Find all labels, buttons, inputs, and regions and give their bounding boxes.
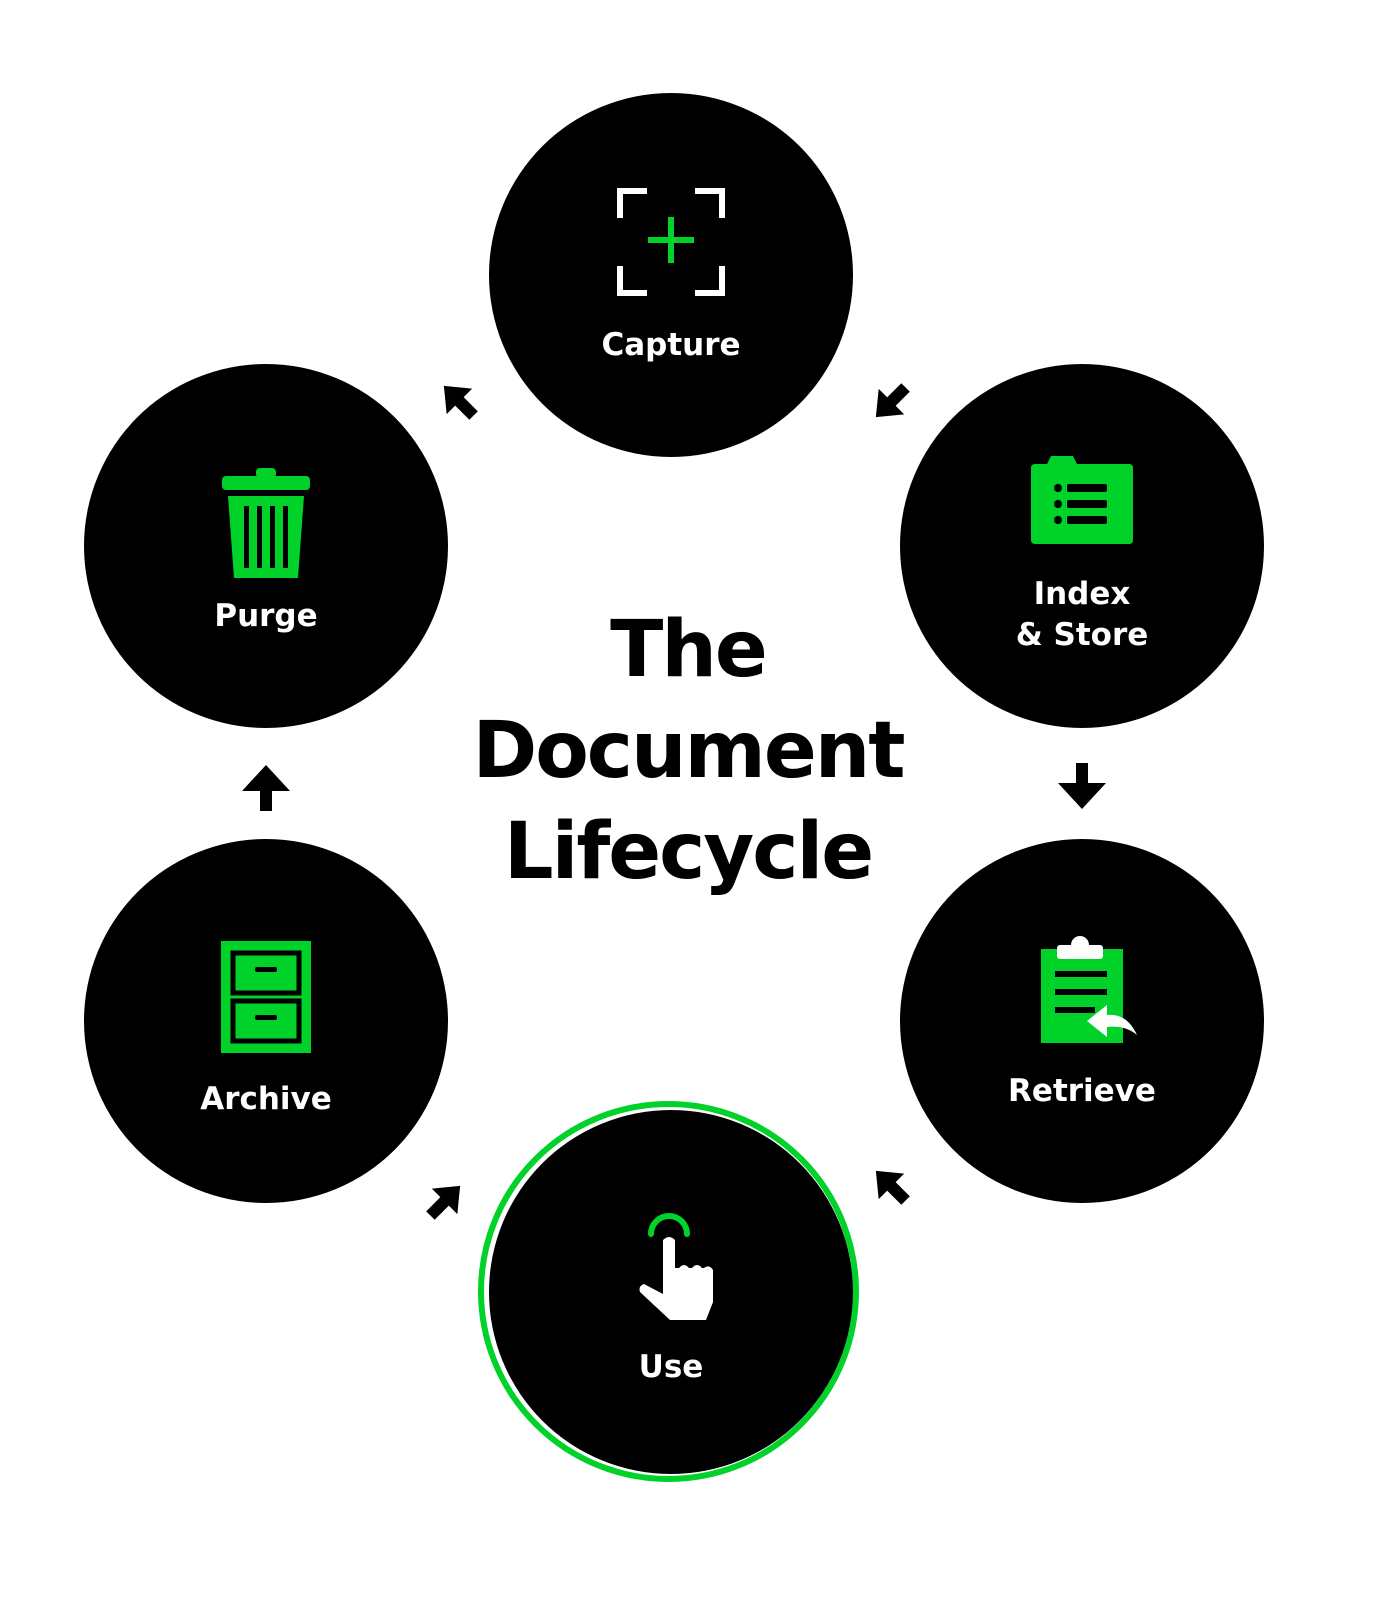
arrow-archive-to-purge — [242, 765, 290, 811]
stage-purge: Purge — [84, 364, 448, 728]
stage-archive: Archive — [84, 839, 448, 1203]
stage-label-purge: Purge — [214, 598, 318, 634]
arrow-index-to-retrieve — [1058, 763, 1106, 809]
stage-capture: Capture — [489, 93, 853, 457]
stage-label-retrieve: Retrieve — [1008, 1073, 1156, 1109]
title-line-1: The — [610, 605, 768, 695]
diagram-title: The Document Lifecycle — [375, 600, 1001, 903]
title-line-3: Lifecycle — [503, 807, 874, 897]
stage-label-capture: Capture — [601, 327, 741, 363]
use-highlight-ring — [478, 1101, 859, 1482]
hand-tap-icon — [639, 1213, 713, 1320]
stage-label-archive: Archive — [200, 1081, 332, 1117]
title-line-2: Document — [472, 706, 905, 796]
arrow-use-to-archive — [426, 1185, 461, 1220]
trash-icon — [222, 468, 310, 578]
stage-index-store: Index & Store — [900, 364, 1264, 728]
stage-label-use: Use — [638, 1349, 704, 1385]
arrow-capture-to-index — [875, 383, 910, 418]
stage-use: Use — [489, 1110, 853, 1474]
arrow-retrieve-to-use — [875, 1170, 910, 1205]
capture-frame-plus-icon — [617, 188, 725, 296]
stage-retrieve: Retrieve — [900, 839, 1264, 1203]
file-cabinet-icon — [221, 941, 311, 1053]
arrow-purge-to-capture — [443, 385, 478, 420]
clipboard-return-icon — [1041, 936, 1137, 1043]
stage-label-index-store: Index & Store — [1015, 576, 1149, 653]
folder-list-icon — [1031, 456, 1133, 544]
